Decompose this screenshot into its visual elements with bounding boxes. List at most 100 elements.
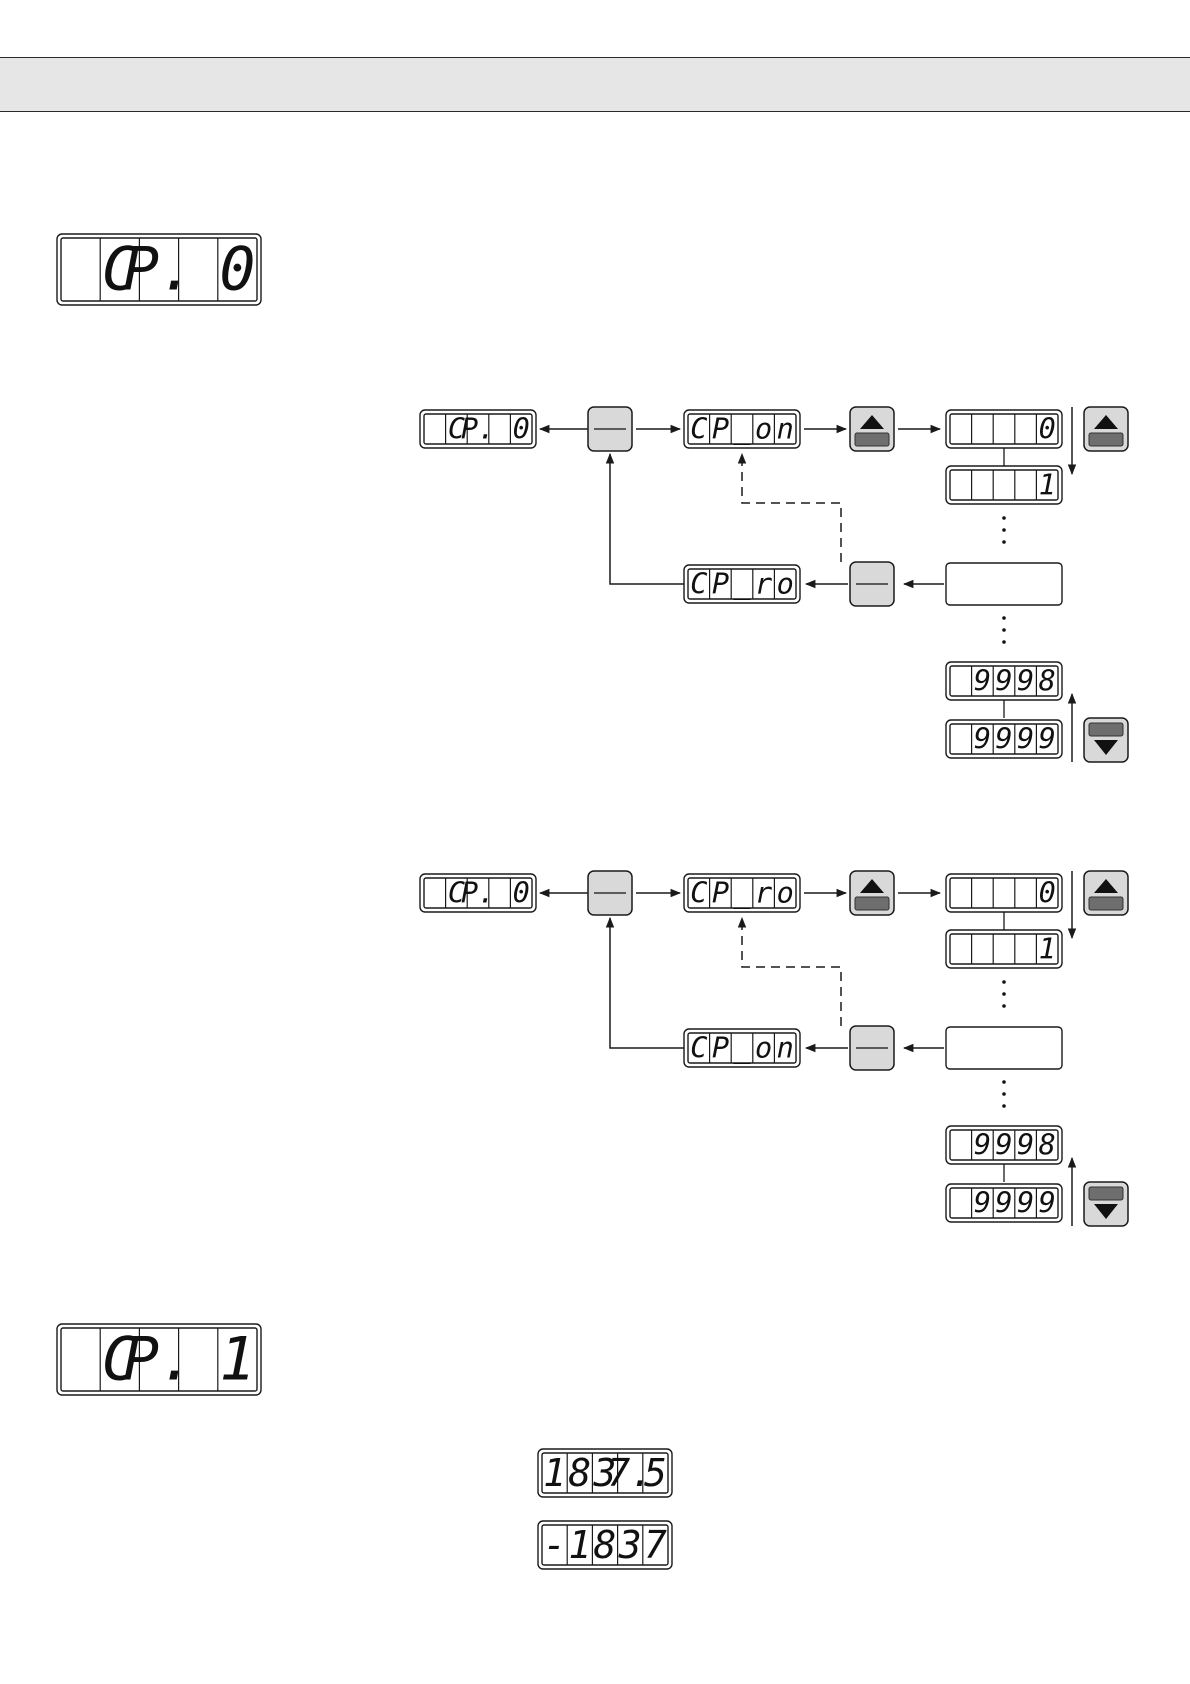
down-arrow-key-icon[interactable] xyxy=(1084,1182,1128,1226)
ellipsis-dot xyxy=(1002,516,1006,520)
digit: 0 xyxy=(513,413,530,446)
ellipsis-dot xyxy=(1002,616,1006,620)
digit: P xyxy=(712,1032,729,1065)
digit: o xyxy=(755,1032,772,1065)
digit: 9 xyxy=(1039,1187,1056,1220)
digit: 1 xyxy=(543,1451,566,1495)
digit: C xyxy=(690,877,707,910)
ellipsis-dot xyxy=(1002,540,1006,544)
value-blank-box xyxy=(946,1027,1062,1069)
digit: n xyxy=(777,413,794,446)
digit: r xyxy=(755,877,772,910)
digit: 9 xyxy=(995,723,1012,756)
digit: 0 xyxy=(1039,877,1056,910)
cp0-large-display: CP.0 xyxy=(57,234,261,305)
ellipsis-dot xyxy=(1002,1104,1006,1108)
ellipsis-dot xyxy=(1002,992,1006,996)
value-blank-box xyxy=(946,563,1062,605)
flow-arrow xyxy=(742,454,841,562)
cp0-display: CP.0 xyxy=(420,874,536,912)
digit: 9 xyxy=(995,665,1012,698)
digit: _ xyxy=(733,413,751,447)
digit: 0 xyxy=(513,877,530,910)
digit: _ xyxy=(733,568,751,602)
flow-arrow xyxy=(742,918,841,1026)
digit: 8 xyxy=(594,1523,617,1567)
digit: 9 xyxy=(1017,723,1034,756)
ellipsis-dot xyxy=(1002,1004,1006,1008)
ellipsis-dot xyxy=(1002,980,1006,984)
digit: P. xyxy=(461,877,495,910)
digit: 9 xyxy=(974,1129,991,1162)
digit: 7 xyxy=(644,1523,667,1567)
digit: 9 xyxy=(974,1187,991,1220)
digit: o xyxy=(755,413,772,446)
ellipsis-dot xyxy=(1002,528,1006,532)
digit: C xyxy=(690,1032,707,1065)
digit: 3 xyxy=(618,1523,642,1567)
ellipsis-dot xyxy=(1002,1092,1006,1096)
up-arrow-key-icon[interactable] xyxy=(1084,871,1128,915)
digit: P. xyxy=(461,413,495,446)
flow-arrow xyxy=(610,454,684,584)
value-0-display: 0 xyxy=(946,874,1062,912)
digit: 9 xyxy=(995,1187,1012,1220)
up-arrow-key-icon[interactable] xyxy=(1084,407,1128,451)
mode-display-top: CP_ro xyxy=(684,874,800,912)
digit: 9 xyxy=(1017,1187,1034,1220)
cp1-large-display: CP.1 xyxy=(57,1324,261,1395)
digit: 0 xyxy=(1039,413,1056,446)
up-arrow-key-icon[interactable] xyxy=(850,407,894,451)
digit: 8 xyxy=(1039,665,1056,698)
digit: n xyxy=(777,1032,794,1065)
ellipsis-dot xyxy=(1002,628,1006,632)
flow-arrow xyxy=(610,918,684,1048)
enter-key-icon[interactable] xyxy=(850,1026,894,1070)
digit: 1 xyxy=(1039,469,1056,502)
digit: 9 xyxy=(1017,1129,1034,1162)
digit: P xyxy=(712,568,729,601)
digit: - xyxy=(543,1523,566,1567)
enter-key-icon[interactable] xyxy=(850,562,894,606)
digit: 5 xyxy=(644,1451,667,1495)
digit: 8 xyxy=(568,1451,591,1495)
digit: 9 xyxy=(1017,665,1034,698)
digit: 9 xyxy=(974,665,991,698)
digit: C xyxy=(690,413,707,446)
digit: 1 xyxy=(1039,933,1056,966)
digit: o xyxy=(777,877,794,910)
digit: _ xyxy=(733,877,751,911)
value-1-display: 1 xyxy=(946,466,1062,504)
up-arrow-key-icon[interactable] xyxy=(850,871,894,915)
digit: 9 xyxy=(995,1129,1012,1162)
enter-key-icon[interactable] xyxy=(588,871,632,915)
digit: C xyxy=(690,568,707,601)
digit: 1 xyxy=(219,1325,255,1395)
digit: r xyxy=(755,568,772,601)
digit: P. xyxy=(123,235,195,305)
digit: P xyxy=(712,413,729,446)
digit: P xyxy=(712,877,729,910)
digit: 9 xyxy=(1039,723,1056,756)
digit: P. xyxy=(123,1325,195,1395)
ellipsis-dot xyxy=(1002,1080,1006,1084)
enter-key-icon[interactable] xyxy=(588,407,632,451)
digit: o xyxy=(777,568,794,601)
digit: 9 xyxy=(974,723,991,756)
down-arrow-key-icon[interactable] xyxy=(1084,718,1128,762)
digit: 1 xyxy=(568,1523,591,1567)
digit: 0 xyxy=(219,235,255,305)
cp0-display: CP.0 xyxy=(420,410,536,448)
value-1-display: 1 xyxy=(946,930,1062,968)
ellipsis-dot xyxy=(1002,640,1006,644)
